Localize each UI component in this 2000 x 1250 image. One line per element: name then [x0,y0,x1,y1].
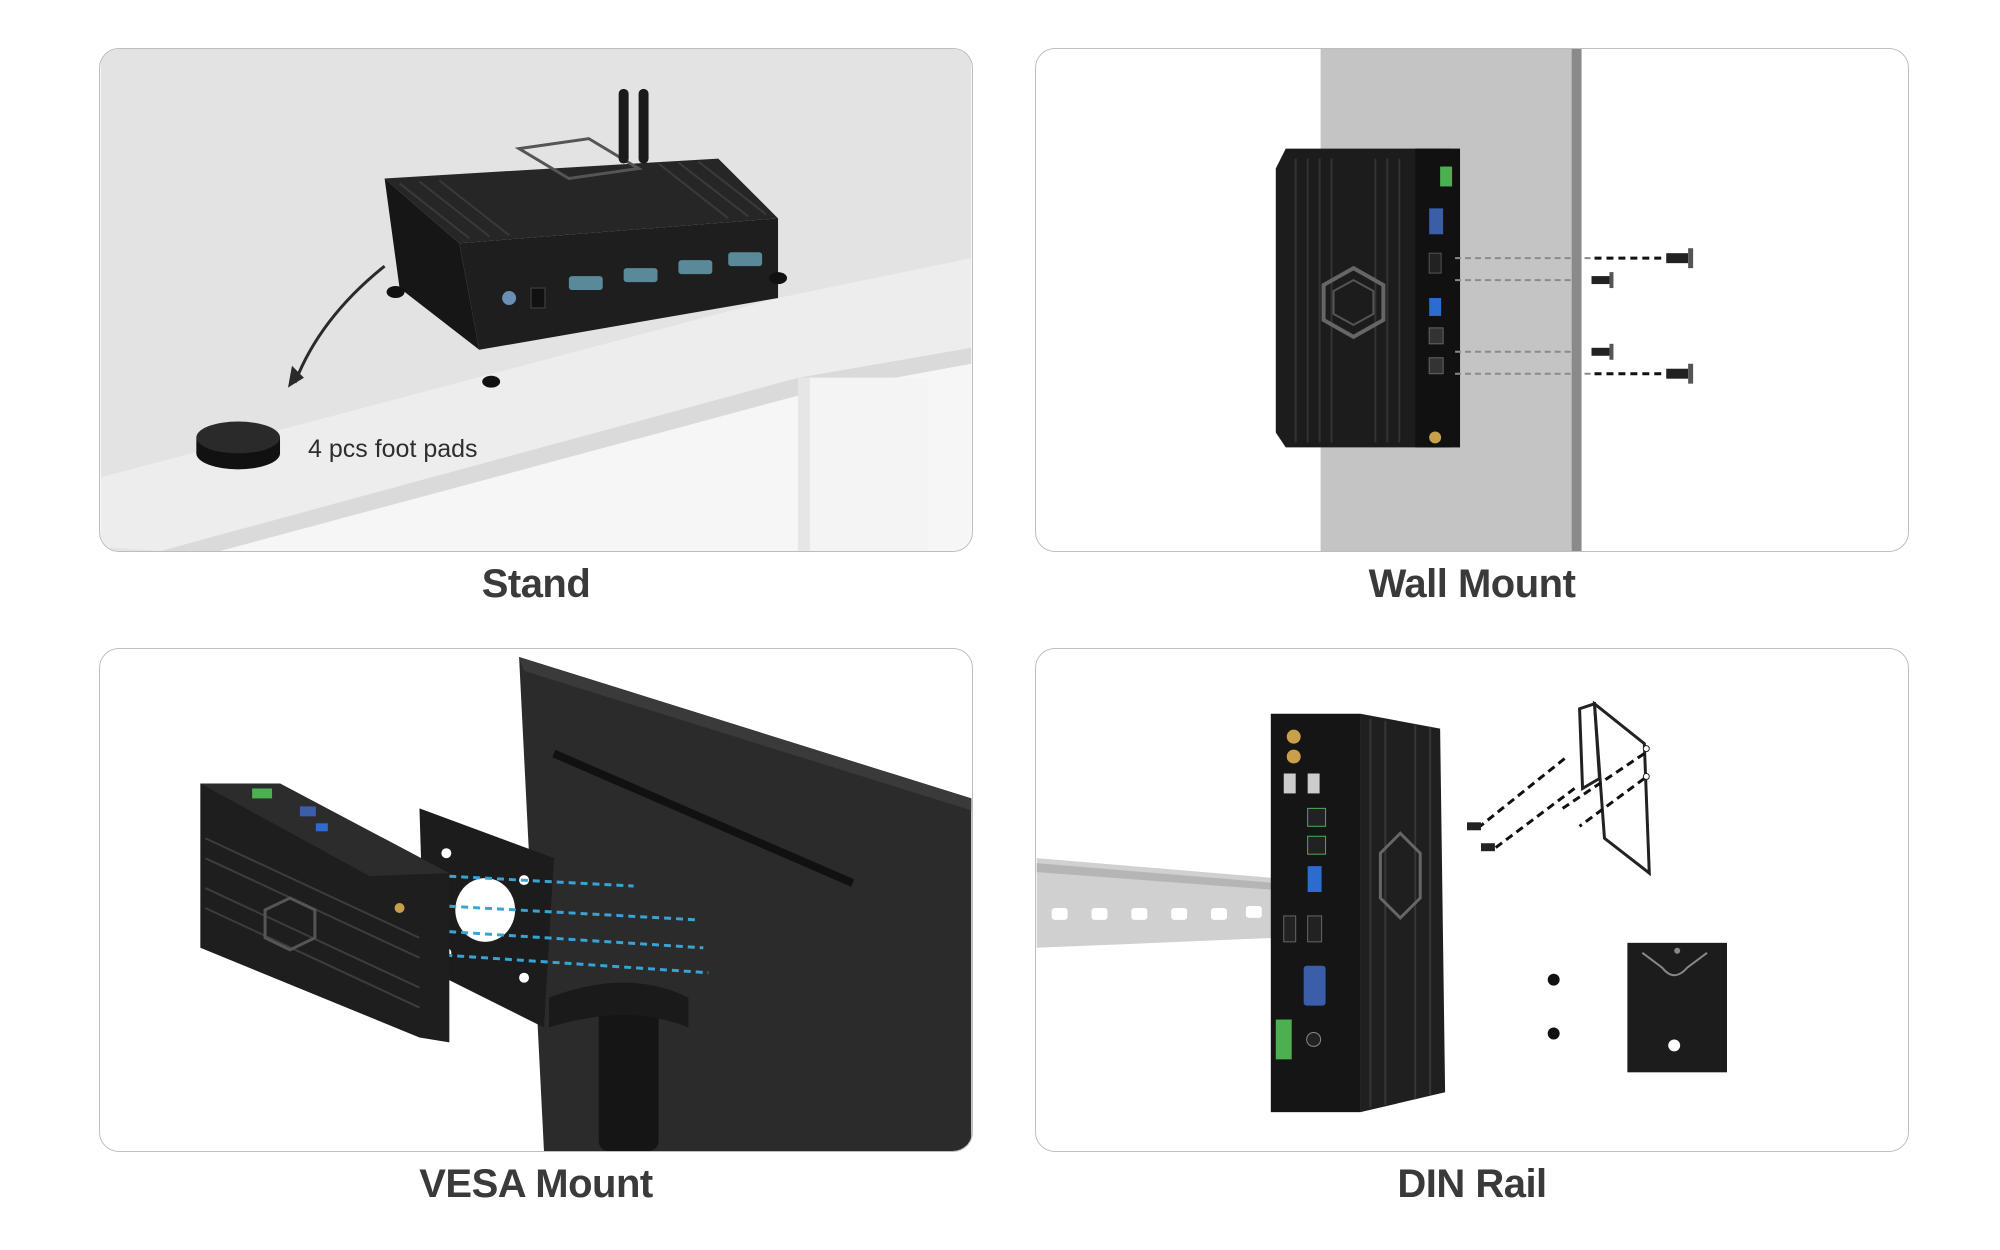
din-bracket [1592,700,1651,877]
foot-pad-label: 4 pcs foot pads [308,435,478,463]
wall-mount-illustration [1036,49,1908,551]
stand-panel: 4 pcs foot pads [99,48,973,552]
stand-caption: Stand [481,562,591,606]
stand-illustration [100,49,972,551]
din-clip [1627,942,1727,1073]
vesa-mount-caption: VESA Mount [419,1162,653,1206]
wall-mount-caption: Wall Mount [1368,562,1576,606]
wall-mount-panel [1035,48,1909,552]
vesa-mount-panel [99,648,973,1152]
din-rail-caption: DIN Rail [1397,1162,1547,1206]
din-screws [1467,822,1495,852]
din-rail-panel [1035,648,1909,1152]
device-front [459,218,779,350]
vesa-mount-illustration [100,649,972,1151]
screws [1591,248,1694,384]
din-rail-illustration [1036,649,1908,1151]
